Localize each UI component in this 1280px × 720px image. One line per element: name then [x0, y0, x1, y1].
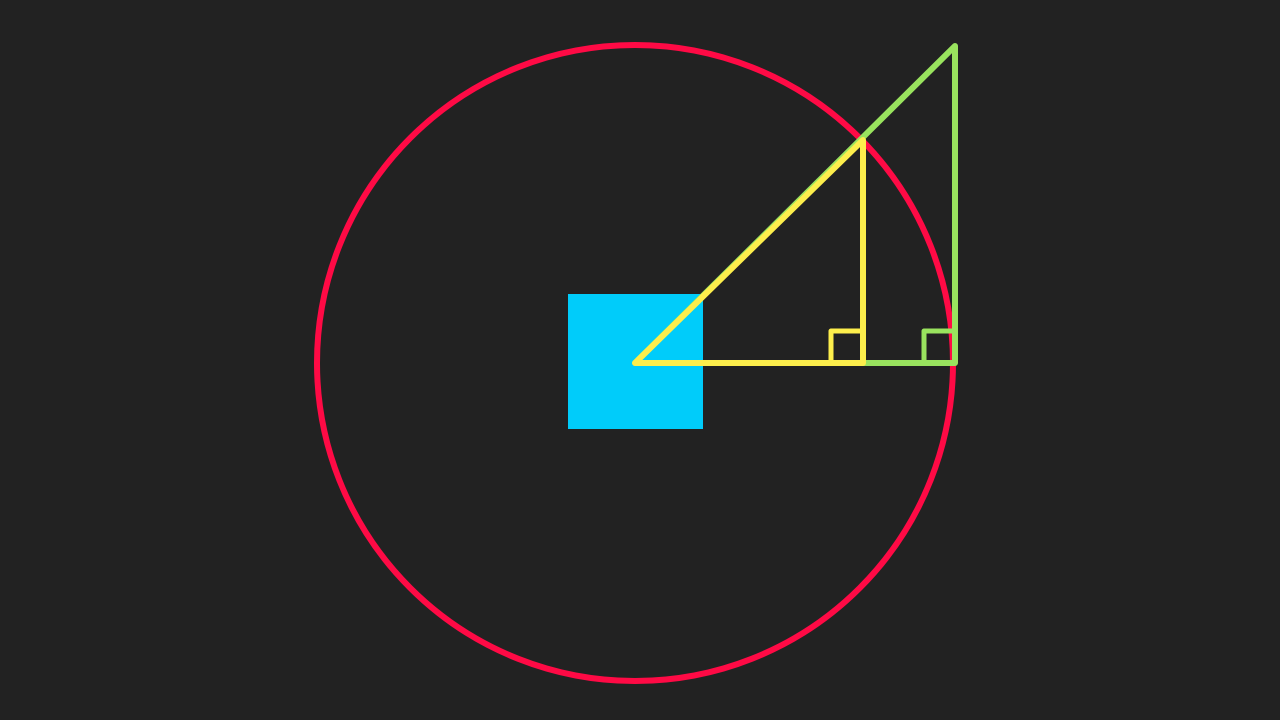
yellow-triangle-sides	[632, 137, 866, 366]
yellow-sine-triangle	[632, 137, 866, 366]
yellow-right-angle-marker	[828, 328, 866, 366]
green-right-angle-marker	[921, 328, 958, 366]
